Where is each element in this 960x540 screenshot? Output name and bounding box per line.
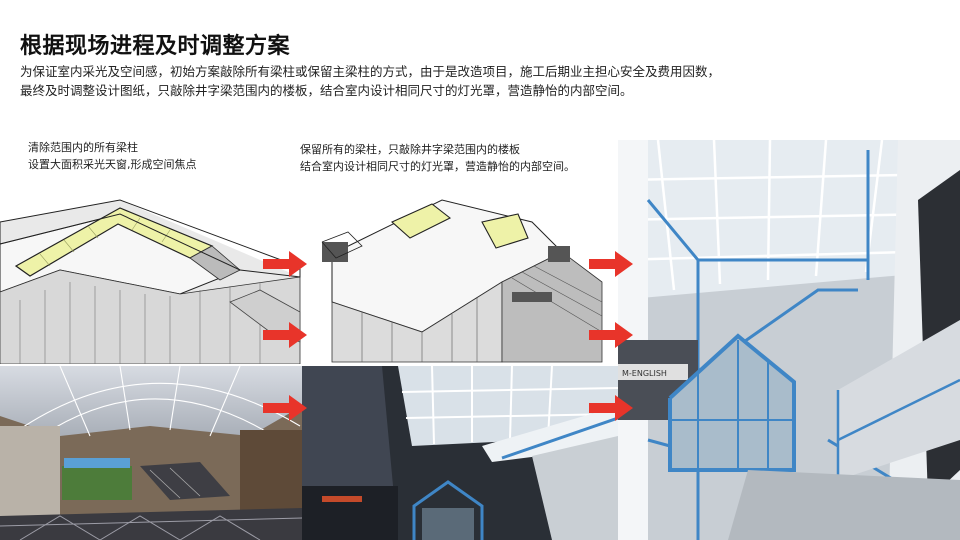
built-atrium-photo-lower <box>302 366 618 540</box>
page-title: 根据现场进程及时调整方案 <box>20 34 291 59</box>
right-arrow-icon <box>589 251 633 277</box>
option-a-interior-render <box>0 366 302 540</box>
right-arrow-icon <box>589 395 633 421</box>
intro-line: 为保证室内采光及空间感，初始方案敲除所有梁柱或保留主梁柱的方式，由于是改造项目，… <box>20 64 721 79</box>
built-atrium-photo-main: M-ENGLISH <box>618 140 960 540</box>
caption-line: 结合室内设计相同尺寸的灯光罩，营造静怡的内部空间。 <box>300 160 575 173</box>
option-b-caption: 保留所有的梁柱，只敲除井字梁范围内的楼板 结合室内设计相同尺寸的灯光罩，营造静怡… <box>300 141 575 175</box>
caption-line: 设置大面积采光天窗,形成空间焦点 <box>28 158 197 171</box>
right-arrow-icon <box>589 322 633 348</box>
option-a-axonometric-sketch <box>0 182 302 364</box>
caption-line: 清除范围内的所有梁柱 <box>28 141 138 154</box>
option-b-axonometric-sketch <box>302 182 618 364</box>
option-a-caption: 清除范围内的所有梁柱 设置大面积采光天窗,形成空间焦点 <box>28 139 197 173</box>
right-arrow-icon <box>263 395 307 421</box>
intro-text: 为保证室内采光及空间感，初始方案敲除所有梁柱或保留主梁柱的方式，由于是改造项目，… <box>20 62 950 100</box>
right-arrow-icon <box>263 322 307 348</box>
caption-line: 保留所有的梁柱，只敲除井字梁范围内的楼板 <box>300 143 520 156</box>
storefront-sign: M-ENGLISH <box>622 369 667 378</box>
intro-line: 最终及时调整设计图纸，只敲除井字梁范围内的楼板，结合室内设计相同尺寸的灯光罩，营… <box>20 83 633 98</box>
right-arrow-icon <box>263 251 307 277</box>
